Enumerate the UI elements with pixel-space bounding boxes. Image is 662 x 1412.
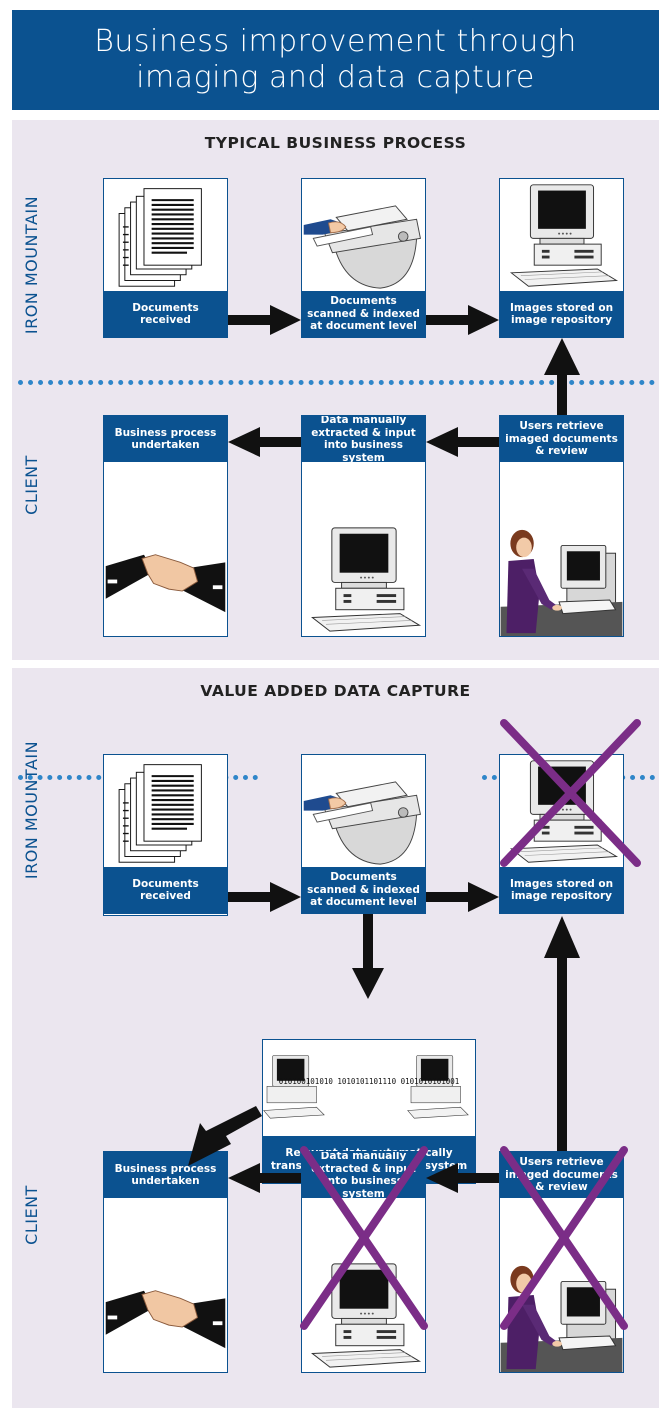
typical-process-panel: TYPICAL BUSINESS PROCESS IRON MOUNTAIN C… — [12, 120, 659, 660]
scanner-icon — [302, 757, 425, 867]
step-label: Business process undertaken — [104, 416, 227, 462]
step-label: Users retrieve imaged documents & review — [500, 1152, 623, 1198]
binary-stream: 010100101010 1010101101110 0101010101001 — [279, 1077, 460, 1086]
step-label: Documents scanned & indexed at document … — [302, 291, 425, 337]
arrow-scanned-to-stored — [426, 882, 499, 912]
step-images-stored: Images stored on image repository — [499, 178, 624, 338]
step-documents-received-card: Documents received — [103, 754, 228, 914]
value-added-panel: VALUE ADDED DATA CAPTURE IRON MOUNTAIN C… — [12, 668, 659, 1408]
user-at-computer-icon — [500, 524, 623, 636]
step-data-manually-extracted: Data manually extracted & input into bus… — [301, 415, 426, 637]
step-label: Images stored on image repository — [500, 867, 623, 913]
header-title-line-1: Business improvement through — [94, 24, 577, 59]
step-images-stored: Images stored on image repository — [499, 754, 624, 914]
step-business-process: Business process undertaken — [103, 415, 228, 637]
step-users-retrieve: Users retrieve imaged documents & review — [499, 1151, 624, 1373]
handshake-icon — [104, 1262, 227, 1372]
section-label-iron-mountain: IRON MOUNTAIN — [22, 195, 41, 335]
handshake-icon — [104, 526, 227, 636]
arrow-scanned-to-transfer — [352, 914, 384, 999]
arrow-retrieve-to-stored — [544, 916, 580, 1151]
step-documents-received: Documents received — [103, 178, 228, 338]
documents-stack-icon — [104, 757, 227, 867]
step-label: Images stored on image repository — [500, 291, 623, 337]
arrow-scanned-to-stored — [426, 305, 499, 335]
step-label: Data manually extracted & input into bus… — [302, 1152, 425, 1200]
documents-stack-icon — [104, 181, 227, 291]
user-at-computer-icon — [500, 1260, 623, 1372]
computer-icon — [500, 181, 623, 291]
step-business-process: Business process undertaken — [103, 1151, 228, 1373]
section-label-client: CLIENT — [22, 455, 41, 515]
divider-line — [18, 380, 655, 385]
step-label: Documents received — [104, 867, 227, 913]
arrow-received-to-scanned — [228, 305, 301, 335]
page-header: Business improvement through imaging and… — [12, 10, 659, 110]
step-documents-scanned: Documents scanned & indexed at document … — [301, 754, 426, 914]
panel-title: VALUE ADDED DATA CAPTURE — [200, 682, 471, 700]
arrow-retrieve-to-manual — [426, 427, 499, 457]
computer-icon — [302, 524, 425, 636]
section-label-client: CLIENT — [22, 1185, 41, 1245]
binary-transfer-icon: 010100101010 1010101101110 0101010101001 — [263, 1055, 469, 1119]
header-title-line-2: imaging and data capture — [136, 60, 535, 95]
computer-icon — [302, 1260, 425, 1372]
step-label: Users retrieve imaged documents & review — [500, 416, 623, 462]
step-data-manually-extracted: Data manually extracted & input into bus… — [301, 1151, 426, 1373]
section-label-iron-mountain: IRON MOUNTAIN — [22, 740, 41, 880]
step-label: Business process undertaken — [104, 1152, 227, 1198]
panel-title: TYPICAL BUSINESS PROCESS — [204, 134, 467, 152]
step-label: Documents scanned & indexed at document … — [302, 867, 425, 913]
scanner-icon — [302, 181, 425, 291]
arrow-retrieve-to-stored — [544, 338, 580, 415]
step-label: Documents received — [104, 291, 227, 337]
step-label: Data manually extracted & input into bus… — [302, 416, 425, 464]
arrow-manual-to-business — [228, 427, 301, 457]
step-users-retrieve: Users retrieve imaged documents & review — [499, 415, 624, 637]
arrow-received-to-scanned — [228, 882, 301, 912]
computer-icon — [500, 757, 623, 867]
step-documents-scanned: Documents scanned & indexed at document … — [301, 178, 426, 338]
